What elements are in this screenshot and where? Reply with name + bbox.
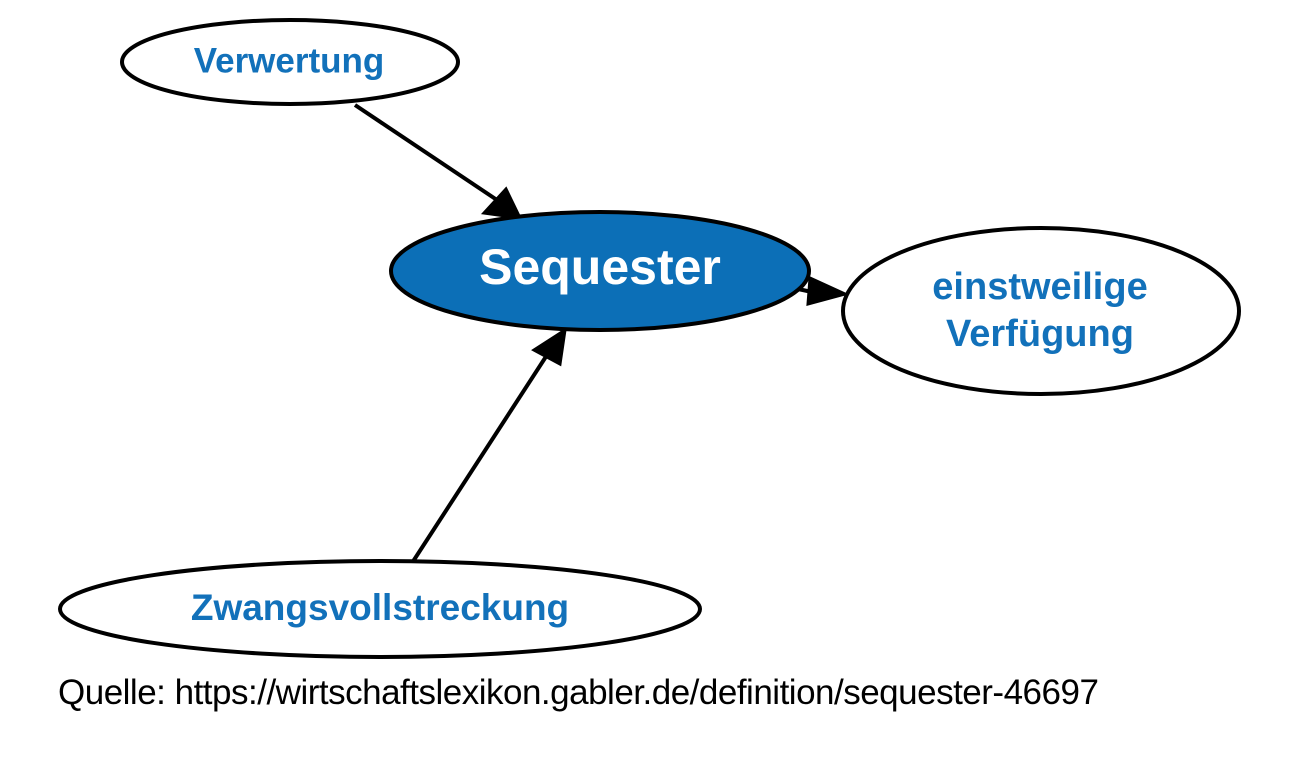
node-zwangsvollstreckung[interactable]: Zwangsvollstreckung	[58, 559, 702, 659]
source-caption: Quelle: https://wirtschaftslexikon.gable…	[58, 673, 1099, 712]
node-zwangsvollstreckung-shape	[58, 559, 702, 659]
edge-verwertung-to-sequester	[353, 103, 523, 220]
node-sequester-shape	[389, 210, 811, 332]
node-verwertung-label: Verwertung	[194, 41, 385, 80]
node-verwertung[interactable]: Verwertung	[120, 18, 460, 106]
node-zwangsvollstreckung-label: Zwangsvollstreckung	[191, 587, 569, 628]
node-einstweilige-verfuegung-shape	[841, 226, 1241, 396]
node-sequester[interactable]: Sequester	[389, 210, 811, 332]
node-einstweilige-verfuegung[interactable]: einstweilige Verfügung	[841, 226, 1241, 396]
node-sequester-label: Sequester	[479, 239, 721, 295]
edge-zwangsvollstreckung-to-sequester	[410, 326, 567, 565]
node-einstweilige-verfuegung-label-line2: Verfügung	[946, 313, 1134, 355]
node-verwertung-shape	[120, 18, 460, 106]
arrowhead-icon	[806, 275, 850, 307]
node-einstweilige-verfuegung-label-line1: einstweilige	[932, 266, 1147, 308]
arrowhead-icon	[480, 186, 523, 220]
arrowhead-icon	[531, 326, 567, 367]
